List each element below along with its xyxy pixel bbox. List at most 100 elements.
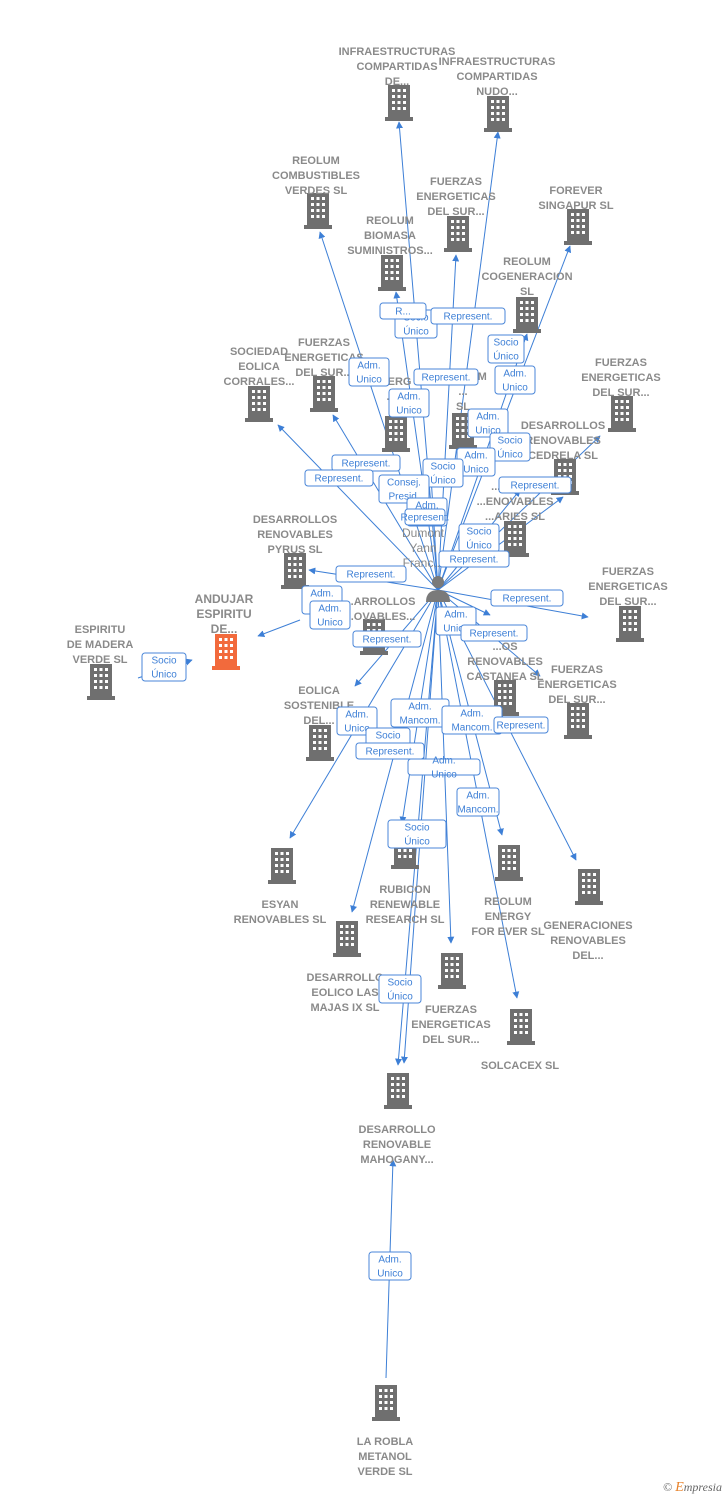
- company-node[interactable]: REOLUMBIOMASASUMINISTROS...: [347, 215, 433, 291]
- relation-label-text: Adm.: [357, 361, 380, 372]
- relation-label[interactable]: Represent.: [352, 630, 422, 648]
- relation-label-box: [413, 368, 479, 386]
- relation-label[interactable]: Adm.Unico: [368, 1251, 412, 1281]
- relation-label[interactable]: Represent.: [493, 716, 549, 734]
- relation-label[interactable]: Adm.Mancom.: [456, 787, 500, 817]
- relation-label[interactable]: Adm.Unico: [309, 600, 351, 630]
- relation-label[interactable]: Represent.: [331, 454, 401, 472]
- relation-label[interactable]: Represent.: [498, 476, 572, 494]
- company-node[interactable]: EOLICASOSTENIBLEDEL...: [284, 685, 354, 761]
- relation-label-text: Represent.: [422, 373, 471, 384]
- relation-label-box: [309, 600, 351, 630]
- person-node[interactable]: DumontYannFranc...: [402, 526, 450, 602]
- company-label-line: VERDE SL: [72, 654, 127, 666]
- relation-label[interactable]: Represent.: [430, 307, 506, 325]
- company-node[interactable]: DESARROLLORENOVABLEMAHOGANY...: [359, 1073, 436, 1166]
- relation-label-box: [141, 652, 187, 682]
- relation-label[interactable]: Adm.Unico: [494, 365, 536, 395]
- relation-label[interactable]: Adm.Mancom.: [390, 698, 450, 728]
- relation-label-box: [430, 307, 506, 325]
- company-label-line: ESPIRITU: [75, 624, 126, 636]
- relation-label-text: Socio: [375, 731, 400, 742]
- relation-label[interactable]: Represent.: [401, 508, 450, 526]
- relation-label[interactable]: Represent.: [438, 550, 510, 568]
- relation-label-text: Mancom.: [457, 805, 498, 816]
- relation-label[interactable]: Represent.: [490, 589, 564, 607]
- relation-label[interactable]: Represent.: [355, 742, 425, 760]
- company-node[interactable]: SOLCACEX SL: [481, 1009, 560, 1072]
- empresia-footer[interactable]: © Empresia: [663, 1480, 722, 1496]
- relation-label[interactable]: Represent.: [413, 368, 479, 386]
- building-icon: [304, 193, 332, 229]
- company-node[interactable]: GENERACIONESRENOVABLESDEL...: [543, 869, 633, 962]
- relation-label-text: Único: [387, 990, 413, 1003]
- company-label-line: DEL SUR...: [422, 1034, 479, 1046]
- relation-label-box: [498, 476, 572, 494]
- relation-label-text: Represent.: [503, 594, 552, 605]
- relation-label-text: Único: [493, 350, 519, 363]
- company-label-line: ESYAN: [262, 899, 299, 911]
- company-label-line: FUERZAS: [430, 176, 482, 188]
- relation-label[interactable]: Adm.Unico: [348, 357, 390, 387]
- relation-label[interactable]: Represent.: [335, 565, 407, 583]
- company-label-line: DESARROLLOS: [253, 514, 337, 526]
- relation-label-text: Adm.: [378, 1255, 401, 1266]
- relation-label[interactable]: Adm.Unico: [388, 388, 430, 418]
- relation-label-box: [460, 624, 528, 642]
- company-label-line: MAHOGANY...: [360, 1154, 433, 1166]
- relation-label-text: Único: [466, 539, 492, 552]
- relation-label-text: Mancom.: [451, 723, 492, 734]
- building-icon: [245, 386, 273, 422]
- relation-label[interactable]: Consej.Presid.: [378, 474, 430, 504]
- company-node[interactable]: INFRAESTRUCTURASCOMPARTIDASNUDO...: [439, 56, 556, 132]
- relation-label-text: Único: [497, 448, 523, 461]
- company-node[interactable]: ...ARROLLOS...OVABLES...: [345, 596, 416, 655]
- company-label-line: NUDO...: [476, 86, 518, 98]
- relation-label-text: Único: [151, 668, 177, 681]
- relation-label-text: Unico: [344, 724, 370, 735]
- edge-line: [318, 231, 439, 591]
- relation-label[interactable]: R...: [379, 302, 427, 320]
- company-label-line: RENOVABLES: [257, 529, 333, 541]
- building-icon: [281, 553, 309, 589]
- relation-label[interactable]: Adm.Unico: [467, 408, 509, 438]
- company-label-line: DEL SUR...: [599, 596, 656, 608]
- building-icon: [87, 664, 115, 700]
- company-label-line: COMBUSTIBLES: [272, 170, 360, 182]
- company-node[interactable]: INFRAESTRUCTURASCOMPARTIDASDE...: [339, 46, 456, 121]
- relation-label[interactable]: Adm.Unico: [407, 756, 481, 781]
- company-node[interactable]: SOCIEDADEOLICACORRALES...: [224, 346, 295, 422]
- relation-label[interactable]: Represent.: [304, 469, 374, 487]
- company-node[interactable]: ANDUJARESPIRITUDE...: [195, 592, 254, 670]
- company-label-line: ESPIRITU: [196, 607, 251, 621]
- relation-label-box: [487, 334, 525, 364]
- company-label-line: FUERZAS: [602, 566, 654, 578]
- relation-label[interactable]: Represent.: [460, 624, 528, 642]
- relation-label[interactable]: Adm.Mancom.: [441, 705, 503, 735]
